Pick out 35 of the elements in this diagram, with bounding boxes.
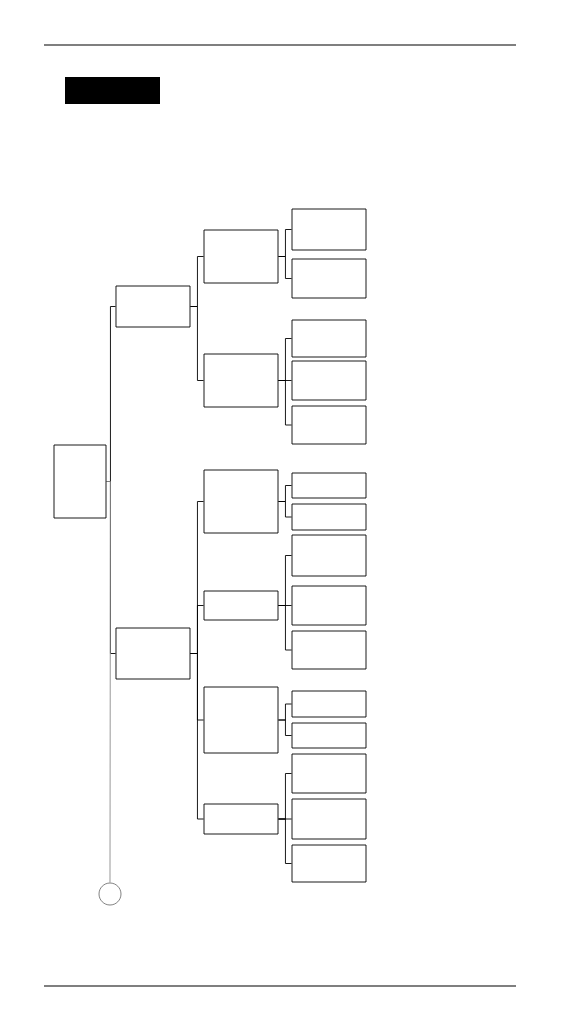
- box: [291, 534, 367, 577]
- box: [203, 229, 279, 284]
- connector: [278, 380, 292, 426]
- box: [291, 690, 367, 718]
- box: [203, 353, 279, 408]
- connector: [190, 306, 204, 381]
- box: [291, 360, 367, 401]
- box: [291, 585, 367, 626]
- connector: [278, 501, 292, 518]
- box: [291, 405, 367, 445]
- box: [203, 803, 279, 835]
- box: [291, 844, 367, 883]
- box: [291, 722, 367, 749]
- circle: [98, 882, 122, 906]
- box: [203, 686, 279, 754]
- box: [115, 285, 191, 328]
- box: [203, 590, 279, 621]
- box: [291, 753, 367, 794]
- box: [291, 472, 367, 499]
- box: [291, 798, 367, 840]
- box: [291, 258, 367, 299]
- heading-bar: [65, 77, 160, 104]
- box: [203, 469, 279, 534]
- box: [115, 627, 191, 680]
- connector: [278, 719, 292, 736]
- connector: [278, 256, 292, 279]
- connector: [278, 605, 292, 651]
- connector: [278, 818, 292, 864]
- connector: [190, 653, 204, 820]
- box: [291, 503, 367, 531]
- box: [291, 319, 367, 358]
- box: [53, 444, 107, 519]
- box: [291, 208, 367, 251]
- connector: [106, 481, 111, 884]
- box: [291, 630, 367, 670]
